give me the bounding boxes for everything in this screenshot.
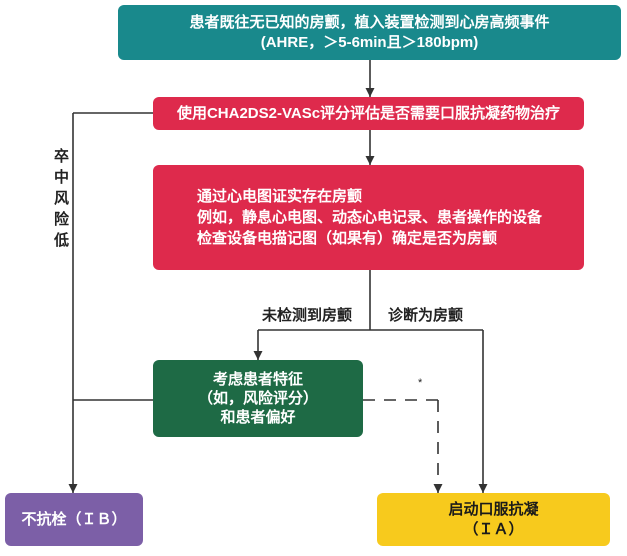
cha2ds2-vasc-assessment-text: 使用CHA2DS2-VASc评分评估是否需要口服抗凝药物治疗 [176,104,561,122]
consider-line2: （如，风险评分） [197,390,318,407]
consider-line1: 考虑患者特征 [212,371,303,388]
ahre-detection-box: 患者既往无已知的房颤，植入装置检测到心房高频事件 (AHRE，＞5-6min且＞… [118,5,621,60]
no-antithrombotic-box: 不抗栓（ＩＢ） [5,493,143,546]
consider-line3: 和患者偏好 [220,409,296,426]
cha2ds2-vasc-assessment-box: 使用CHA2DS2-VASc评分评估是否需要口服抗凝药物治疗 [153,97,584,130]
ahre-detection-line1: 患者既往无已知的房颤，植入装置检测到心房高频事件 [189,13,550,31]
no-af-detected-label: 未检测到房颤 [262,307,353,324]
consider-patient-factors-box: 考虑患者特征 （如，风险评分） 和患者偏好 [153,360,363,437]
ecg-confirmation-line1: 通过心电图证实存在房颤 [197,188,363,205]
ahre-detection-line2: (AHRE，＞5-6min且＞180bpm) [260,33,479,51]
ecg-confirmation-line2: 例如，静息心电图、动态心电记录、患者操作的设备 [197,209,543,226]
af-diagnosed-label: 诊断为房颤 [388,307,464,324]
ecg-confirmation-line3: 检查设备电描记图（如果有）确定是否为房颤 [197,230,498,247]
start-oac-line2: （ＩＡ） [463,520,524,538]
ecg-confirmation-box: 通过心电图证实存在房颤 例如，静息心电图、动态心电记录、患者操作的设备 检查设备… [153,165,584,270]
low-stroke-risk-label: 卒中风险低 [52,148,69,253]
start-oac-line1: 启动口服抗凝 [448,500,539,518]
no-antithrombotic-text: 不抗栓（ＩＢ） [21,510,127,528]
start-oral-anticoagulation-box: 启动口服抗凝 （ＩＡ） [377,493,610,546]
dashed-path-asterisk: * [418,377,423,389]
